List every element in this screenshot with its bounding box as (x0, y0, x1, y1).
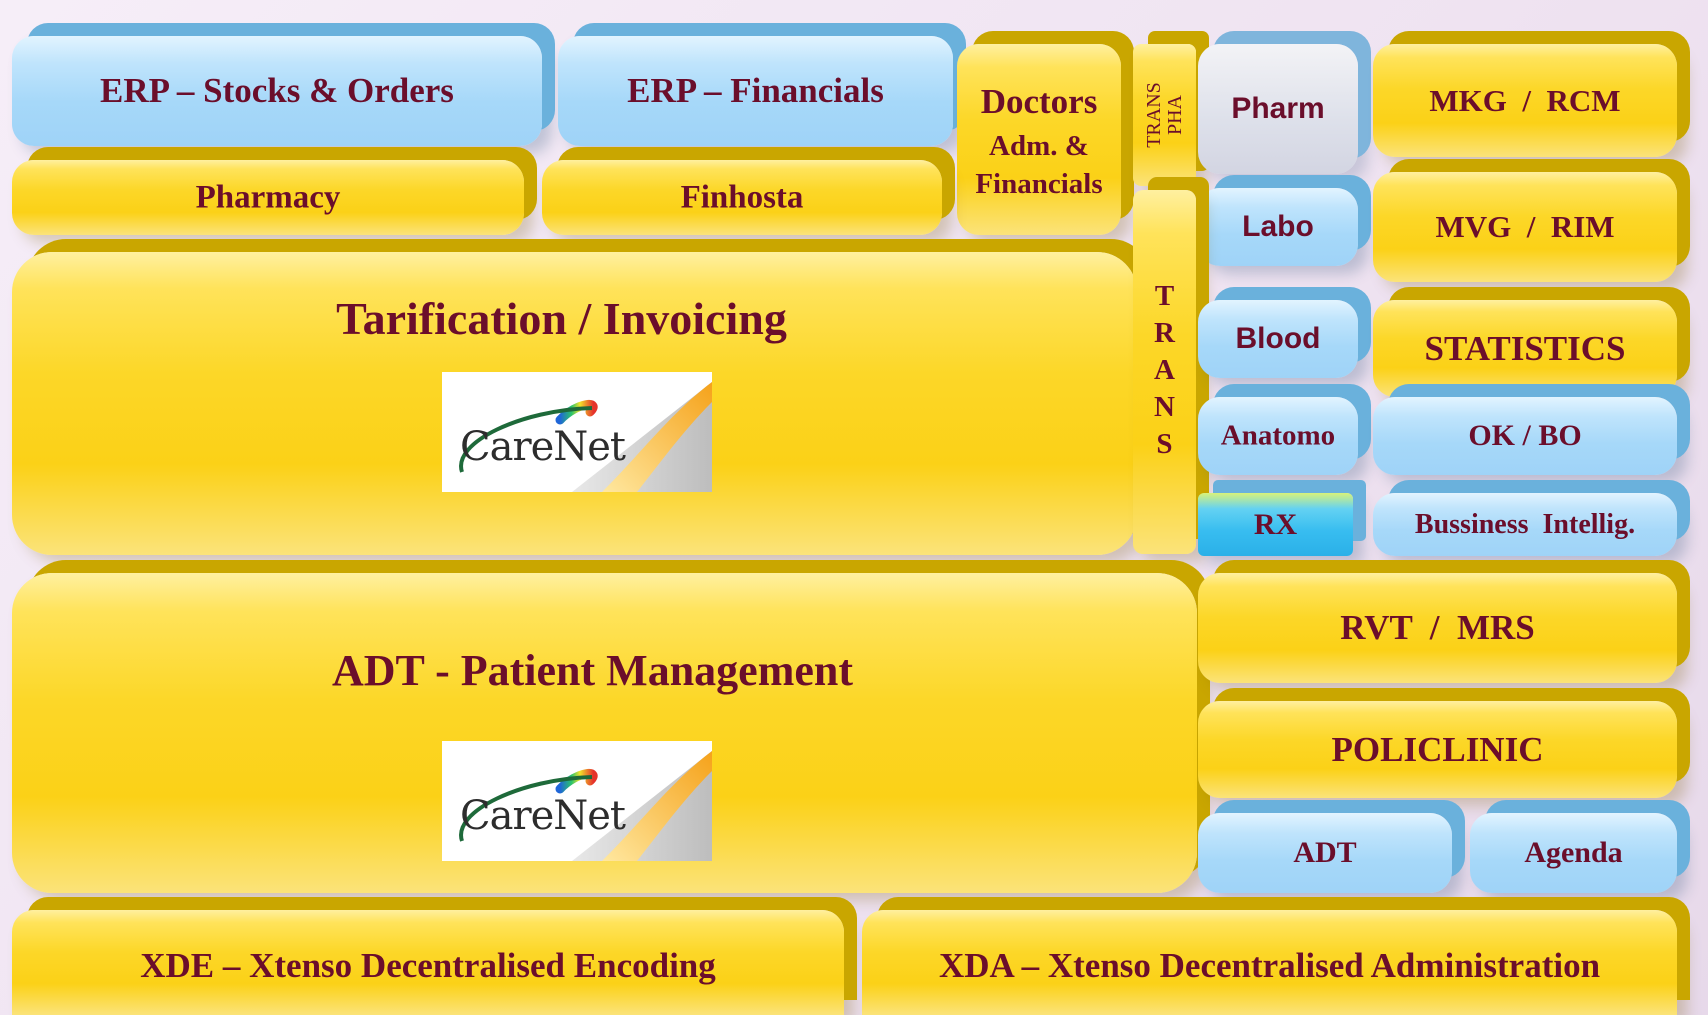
adt-small-label: ADT (1293, 836, 1357, 869)
business-intelligence-label: Bussiness Intellig. (1414, 508, 1636, 540)
ok-bo-label: OK / BO (1468, 419, 1582, 452)
anatomo-block: Anatomo (1198, 397, 1358, 475)
doctors-title: Doctors (980, 82, 1098, 121)
erp-stocks-orders-label: ERP – Stocks & Orders (100, 71, 454, 110)
xda-label: XDA – Xtenso Decentralised Administratio… (938, 946, 1601, 985)
erp-financials-label: ERP – Financials (627, 71, 884, 110)
finhosta-label: Finhosta (680, 179, 804, 215)
adt-patient-management-block: ADT - Patient Management CareNet (12, 573, 1197, 893)
trans-block: T R A N S (1133, 190, 1196, 554)
rvt-mrs-block: RVT / MRS (1198, 573, 1677, 683)
carenet-logo-text: CareNet (460, 793, 626, 839)
mkg-rcm-block: MKG / RCM (1373, 44, 1677, 157)
carenet-logo: CareNet (442, 372, 712, 492)
trans-pha-line-1: TRANS (1142, 82, 1165, 148)
blood-label: Blood (1235, 322, 1321, 355)
rx-block: RX (1198, 493, 1353, 556)
carenet-logo-graphic (459, 751, 712, 861)
xde-label: XDE – Xtenso Decentralised Encoding (140, 946, 716, 985)
trans-letter: R (1154, 317, 1175, 349)
blood-block: Blood (1198, 300, 1358, 378)
statistics-label: STATISTICS (1424, 328, 1626, 368)
trans-letter: T (1154, 280, 1175, 312)
trans-pha-vertical-label: TRANS PHA (1142, 82, 1186, 148)
anatomo-label: Anatomo (1220, 419, 1336, 452)
xda-block: XDA – Xtenso Decentralised Administratio… (862, 910, 1677, 1015)
ok-bo-block: OK / BO (1373, 397, 1677, 475)
mvg-rim-block: MVG / RIM (1373, 172, 1677, 282)
mvg-rim-label: MVG / RIM (1435, 209, 1615, 244)
pharm-block: Pharm (1198, 44, 1358, 174)
tarification-label: Tarification / Invoicing (336, 293, 787, 344)
doctors-block: Doctors Adm. & Financials (957, 44, 1121, 235)
carenet-logo: CareNet (442, 741, 712, 861)
pharm-label: Pharm (1231, 92, 1325, 125)
finhosta-block: Finhosta (542, 160, 942, 235)
tarification-block: Tarification / Invoicing CareNet (12, 252, 1137, 555)
agenda-label: Agenda (1524, 836, 1623, 869)
labo-block: Labo (1198, 188, 1358, 266)
trans-letter: S (1156, 428, 1173, 460)
rvt-mrs-label: RVT / MRS (1340, 608, 1535, 647)
adt-patient-management-label: ADT - Patient Management (332, 646, 853, 695)
statistics-block: STATISTICS (1373, 300, 1677, 397)
mkg-rcm-label: MKG / RCM (1429, 82, 1621, 118)
labo-label: Labo (1242, 210, 1314, 243)
rx-label: RX (1253, 507, 1298, 541)
doctors-subtitle-1: Adm. & (989, 130, 1089, 162)
policlinic-block: POLICLINIC (1198, 701, 1677, 798)
policlinic-label: POLICLINIC (1331, 729, 1544, 769)
erp-financials-block: ERP – Financials (558, 36, 953, 146)
carenet-logo-graphic (459, 382, 712, 492)
carenet-logo-text: CareNet (460, 424, 626, 470)
xde-block: XDE – Xtenso Decentralised Encoding (12, 910, 844, 1015)
trans-letter: A (1154, 354, 1175, 386)
adt-small-block: ADT (1198, 813, 1452, 893)
pharmacy-block: Pharmacy (12, 160, 524, 235)
trans-letter: N (1154, 391, 1175, 423)
erp-stocks-orders-block: ERP – Stocks & Orders (12, 36, 542, 146)
agenda-block: Agenda (1470, 813, 1677, 893)
trans-pha-block: TRANS PHA (1133, 44, 1196, 186)
pharmacy-label: Pharmacy (195, 179, 341, 215)
doctors-subtitle-2: Financials (975, 168, 1103, 200)
business-intelligence-block: Bussiness Intellig. (1373, 493, 1677, 556)
trans-pha-line-2: PHA (1163, 94, 1186, 136)
trans-vertical-label: T R A N S (1133, 278, 1196, 463)
